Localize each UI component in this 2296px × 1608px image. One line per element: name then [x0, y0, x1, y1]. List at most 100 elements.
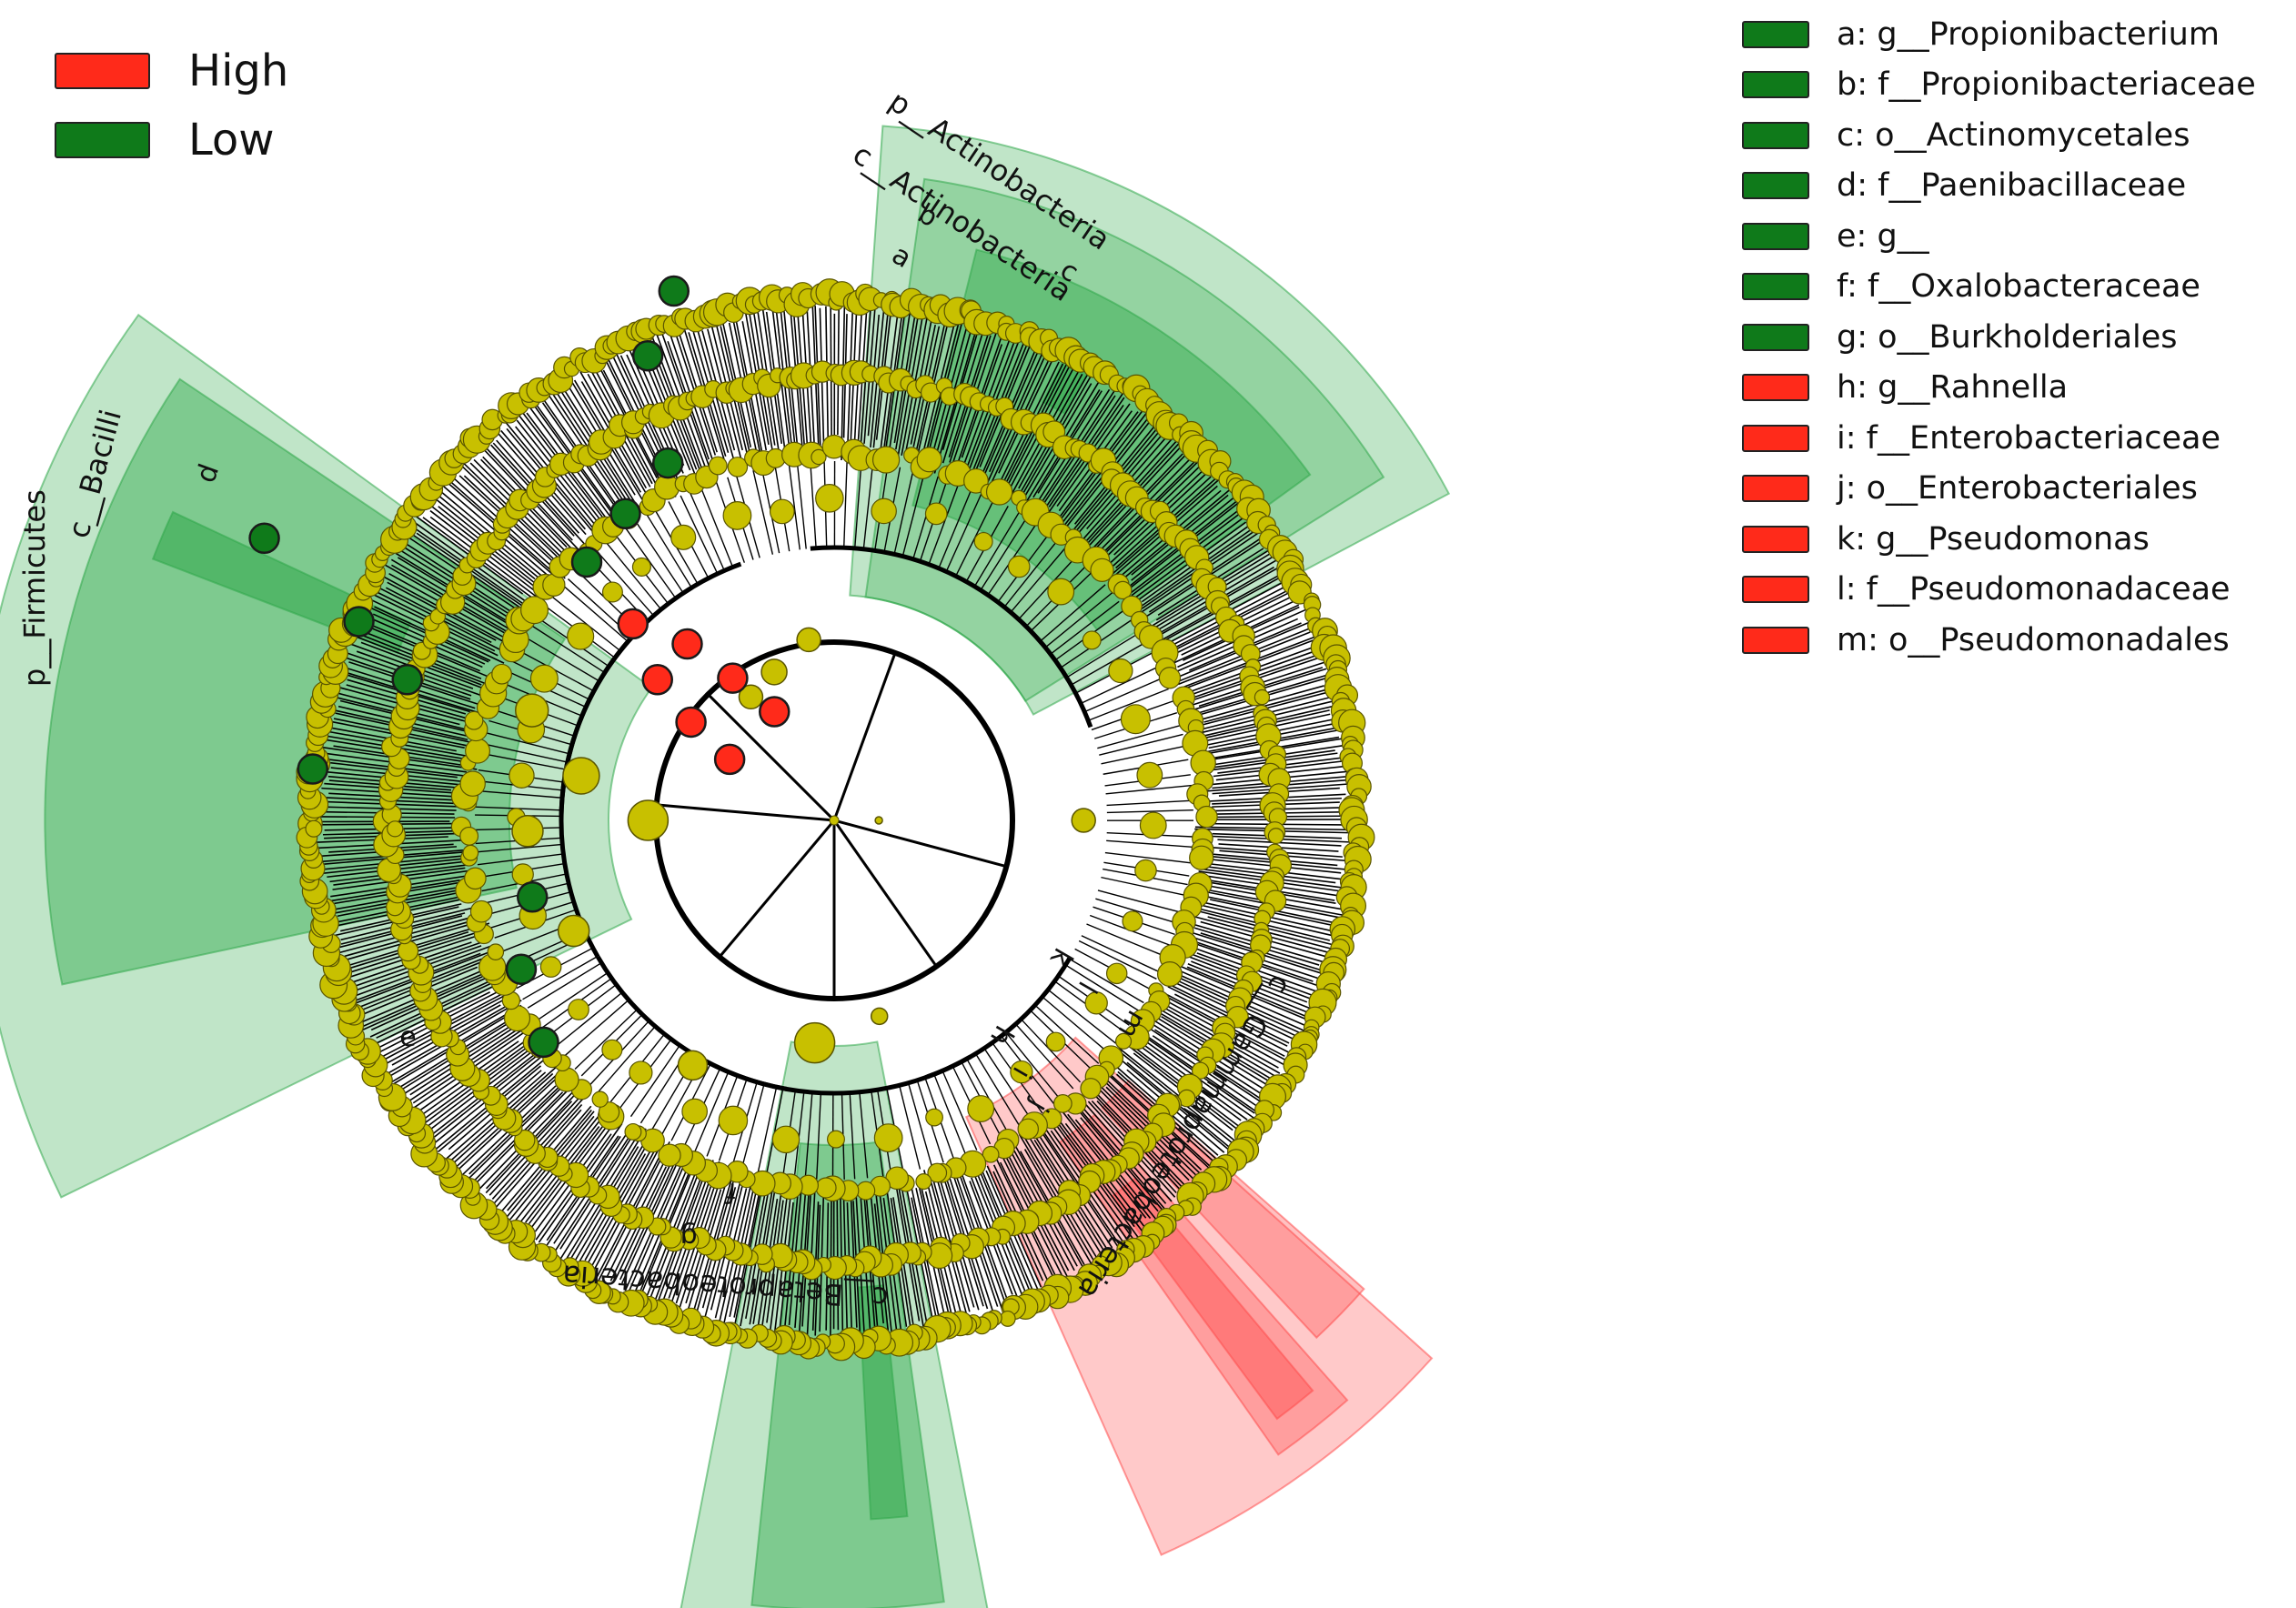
taxon-node [1156, 961, 1183, 987]
taxa-legend-item: b: f__Propionibacteriaceae [1742, 60, 2256, 111]
biomarker-node-low [570, 546, 603, 578]
taxon-node [1010, 1060, 1033, 1084]
order-branch [1071, 641, 1147, 686]
leaf-branch [356, 650, 496, 701]
taxa-legend-item: l: f__Pseudomonadaceae [1742, 565, 2256, 616]
taxon-node [554, 1067, 579, 1092]
legend-swatch-low [55, 122, 150, 158]
taxon-node [503, 1005, 531, 1032]
taxon-node [708, 456, 728, 476]
taxa-label: a: g__Propionibacterium [1837, 15, 2220, 53]
taxon-node [1195, 805, 1218, 829]
order-branch [893, 469, 914, 555]
biomarker-node-low [631, 339, 664, 372]
order-branch [1104, 851, 1192, 864]
order-branch [1047, 989, 1117, 1044]
order-branch [527, 962, 602, 1009]
taxon-node [631, 557, 651, 577]
taxa-legend: a: g__Propionibacterium b: f__Propioniba… [1742, 9, 2256, 666]
taxon-node [511, 815, 544, 848]
taxon-node [1047, 578, 1075, 606]
order-branch [574, 1009, 639, 1070]
order-branch [843, 461, 848, 548]
root-node [829, 815, 840, 826]
order-branch [854, 462, 862, 548]
order-branch [1069, 958, 1144, 1004]
taxon-node [1136, 761, 1163, 789]
taxon-node [873, 1123, 903, 1153]
taxon-node [1105, 962, 1128, 985]
taxon-node [459, 770, 486, 797]
taxon-node [465, 738, 491, 764]
taxon-node [927, 1162, 948, 1183]
taxa-legend-item: k: g__Pseudomonas [1742, 514, 2256, 565]
taxon-node [718, 1105, 749, 1136]
order-branch [1097, 724, 1182, 749]
branch [833, 652, 897, 818]
taxon-node [629, 1060, 653, 1085]
order-branch [476, 789, 563, 799]
taxa-label: k: g__Pseudomonas [1837, 520, 2150, 558]
biomarker-letter-label: k [1043, 942, 1079, 972]
taxon-node [1071, 808, 1096, 833]
order-branch [980, 517, 1028, 591]
order-branch [1018, 555, 1078, 620]
c-gammaproteobacteria-shade [964, 1036, 1434, 1556]
order-branch [788, 464, 801, 550]
order-branch [901, 472, 925, 557]
taxon-node [670, 524, 697, 550]
order-branch [485, 732, 570, 755]
biomarker-node-high [759, 696, 791, 728]
order-branch [680, 495, 719, 575]
taxon-node [1080, 1078, 1102, 1100]
biomarker-node-low [343, 606, 375, 638]
order-branch [1101, 876, 1186, 897]
order-branch [1050, 600, 1120, 655]
order-branch [741, 1083, 765, 1168]
taxon-node [924, 502, 948, 526]
taxa-legend-item: m: o__Pseudomonadales [1742, 615, 2256, 666]
branch [835, 822, 938, 968]
order-branch [480, 752, 567, 770]
taxon-node [601, 581, 623, 603]
order-branch [974, 1053, 1022, 1129]
order-branch [1083, 677, 1164, 713]
leaf-branch [412, 534, 537, 619]
taxa-swatch [1742, 71, 1809, 99]
order-branch [1003, 538, 1059, 608]
taxon-node [539, 956, 562, 978]
taxon-node [469, 899, 493, 923]
order-branch [596, 550, 655, 617]
order-branch [945, 492, 982, 572]
taxon-node [796, 627, 821, 653]
taxon-node [513, 1129, 536, 1151]
order-branch [562, 584, 629, 643]
taxon-node [769, 498, 795, 525]
order-branch [933, 1073, 967, 1155]
taxa-swatch [1742, 323, 1809, 351]
order-branch [983, 1048, 1032, 1121]
order-branch [859, 1091, 869, 1179]
taxon-node [722, 501, 752, 530]
branch [707, 693, 833, 819]
taxa-legend-item: h: g__Rahnella [1742, 363, 2256, 414]
leaf-branch [1118, 1047, 1237, 1143]
taxon-node [1113, 580, 1133, 600]
order-branch [1095, 898, 1179, 925]
taxa-label: h: g__Rahnella [1837, 369, 2069, 407]
biomarker-node-low [651, 447, 684, 479]
order-branch [1106, 799, 1193, 807]
taxa-swatch [1742, 273, 1809, 301]
order-branch [1106, 839, 1193, 849]
order-branch [1010, 546, 1068, 613]
leaf-branch [344, 917, 484, 958]
biomarker-node-low [609, 497, 641, 530]
order-branch [482, 743, 569, 763]
legend-item-low: Low [55, 106, 288, 175]
taxon-node [464, 867, 487, 890]
biomarker-node-low [528, 1026, 559, 1059]
taxa-swatch [1742, 626, 1809, 654]
order-branch [1099, 733, 1183, 756]
class-arc [926, 955, 1072, 1080]
order-branch [928, 483, 960, 565]
